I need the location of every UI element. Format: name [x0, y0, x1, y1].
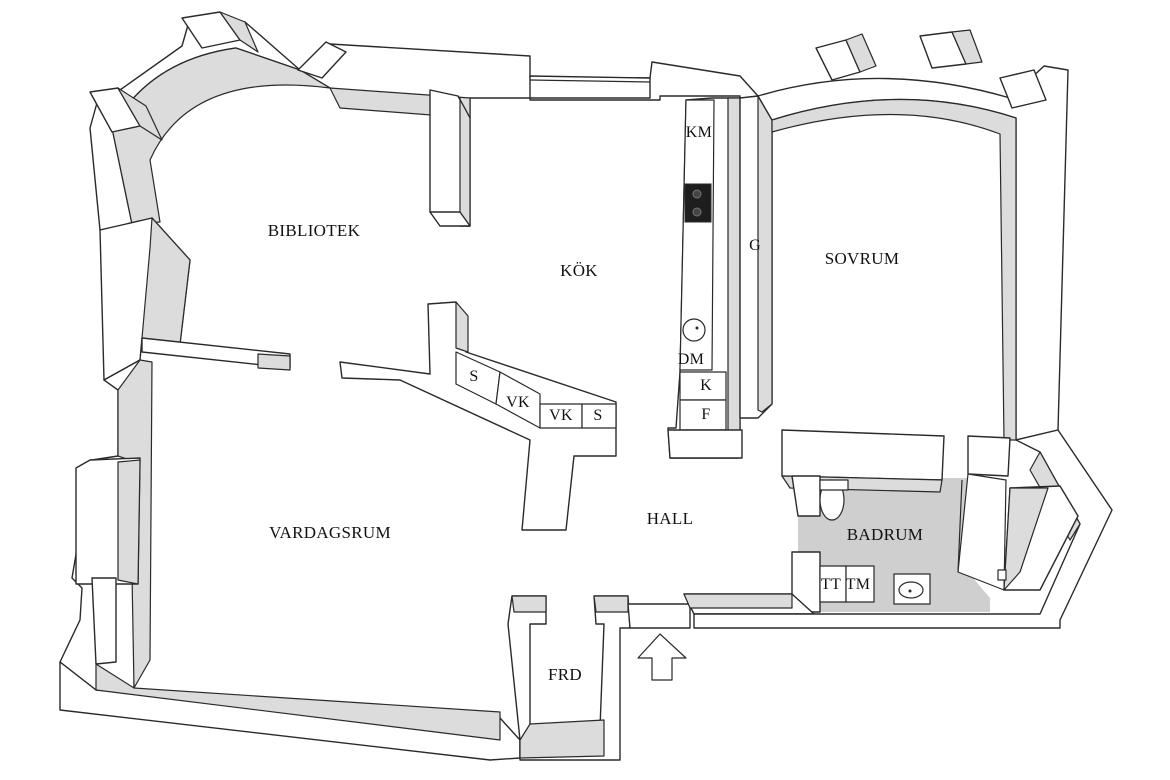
wall-bedroom-top-side [771, 98, 1017, 441]
bedroom-block-2-side [951, 29, 983, 65]
shower-edge [957, 479, 963, 573]
room-label-frd: FRD [548, 665, 582, 684]
bath-sink-drain [908, 589, 912, 593]
wall-library-round-inner [111, 47, 331, 225]
fixture-label-k: K [700, 377, 712, 394]
wall-kitchen-right-side [727, 97, 741, 437]
fixture-label-s2: S [593, 407, 603, 424]
counter-s2 [581, 403, 617, 429]
window-line [529, 79, 651, 83]
tower-block-1-side [219, 11, 259, 53]
wall-frd-bottom-side [519, 719, 605, 759]
room-label-hall: HALL [646, 509, 694, 528]
fixture-label-dm: DM [677, 351, 705, 368]
wall-frd-left-side [511, 595, 547, 613]
room-label-kok: KÖK [560, 261, 598, 280]
bedroom-block-1-side [845, 33, 877, 73]
tower-block-3 [297, 41, 347, 79]
entrance-arrow-icon [637, 633, 687, 681]
wall-shower-left [967, 435, 1011, 477]
wall-bath-bottom-left-side [683, 593, 793, 609]
room-label-badrum: BADRUM [846, 525, 924, 544]
wall-bath-left [791, 475, 821, 517]
counter-strip [679, 99, 715, 371]
sink-icon [682, 318, 706, 342]
wall-kitchen-column-side [457, 95, 471, 227]
room-label-vardagsrum: VARDAGSRUM [269, 523, 391, 542]
wall-kitchen-column-cap [429, 211, 471, 227]
room-label-sovrum: SOVRUM [824, 249, 900, 268]
appliance-tm [845, 565, 875, 603]
tower-block-2-side [117, 87, 163, 141]
appliance-tt [819, 565, 847, 603]
toilet-tank [819, 479, 849, 491]
wall-partition-end [257, 353, 291, 371]
wall-bottom-living-side [95, 663, 501, 741]
fixture-label-km: KM [685, 124, 713, 141]
fixture-label-tt: TT [820, 576, 842, 593]
fixture-label-vk1: VK [506, 394, 530, 411]
wall-diagonal [339, 301, 617, 531]
wall-bathroom-top [781, 429, 945, 481]
burner-2 [692, 207, 702, 217]
fixture-label-s1: S [469, 368, 479, 385]
burner-1 [692, 189, 702, 199]
wall-frd-right-side [593, 595, 629, 613]
wall-diagonal-side [455, 301, 469, 353]
wall-bath-lower-left [791, 551, 821, 613]
sink-drain [695, 326, 699, 330]
wall-entrance-right [627, 603, 691, 629]
wall-right-outer [693, 429, 1113, 629]
wall-hall-base [667, 429, 743, 459]
fixture-label-f: F [701, 406, 711, 423]
window-kitchen [529, 75, 651, 99]
fixture-label-vk2: VK [549, 407, 573, 424]
bedroom-block-3 [999, 69, 1047, 109]
shower-tap-icon [997, 569, 1007, 581]
fixture-label-tm: TM [845, 576, 871, 593]
window-block-left-1-side [117, 459, 141, 585]
shower-tub-side [1003, 487, 1049, 591]
window-left-2 [91, 577, 117, 665]
room-label-bibliotek: BIBLIOTEK [267, 221, 361, 240]
fixture-label-g: G [749, 237, 761, 254]
